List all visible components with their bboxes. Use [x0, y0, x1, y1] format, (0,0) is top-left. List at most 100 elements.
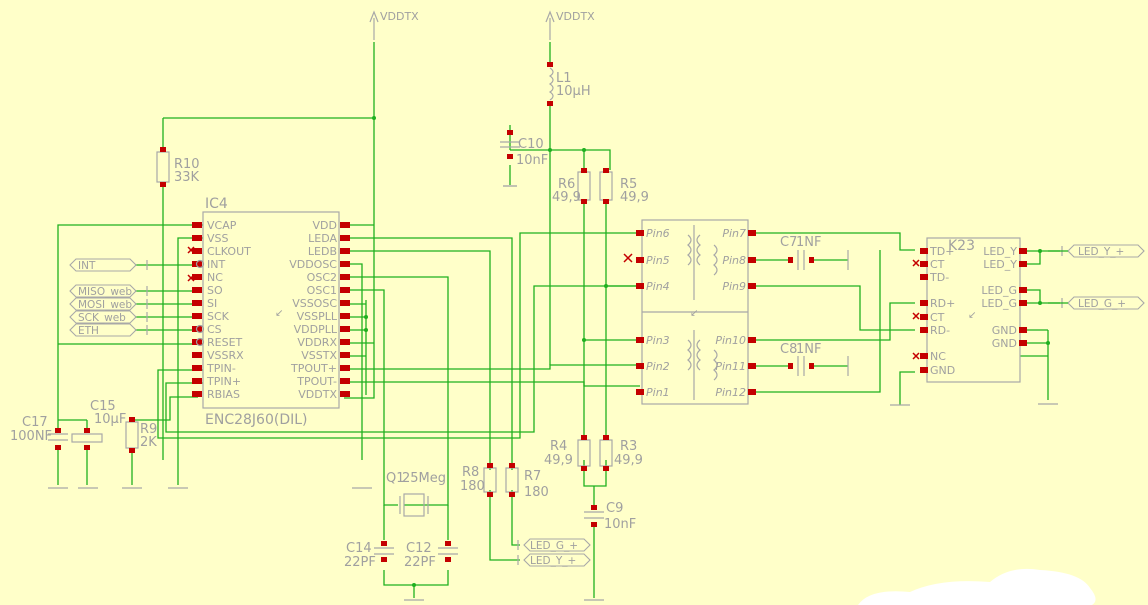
net-label-right: LED_Y_+: [1078, 246, 1124, 258]
svg-text:10µH: 10µH: [556, 84, 591, 99]
capacitor-c9[interactable]: C9 10nF: [584, 501, 636, 532]
ic4-pin-pad: [192, 235, 202, 241]
resistor-r7[interactable]: R7 180: [505, 463, 549, 500]
svg-text:10µF: 10µF: [94, 412, 126, 427]
net-label-flag: [69, 310, 137, 324]
resistor-r6[interactable]: R6 49,9: [552, 168, 591, 205]
net-label-bottom: LED_Y_+: [530, 555, 576, 567]
svg-text:10nF: 10nF: [516, 153, 548, 168]
net-label-left: SCK_web: [78, 312, 126, 324]
svg-text:VDDTX: VDDTX: [380, 10, 419, 23]
net-labels-bottom: LED_G_+LED_Y_+: [517, 538, 591, 567]
k23-pin-label: LED_G: [981, 297, 1017, 310]
ic4-inversion-bubble: [195, 337, 205, 347]
svg-text:22PF: 22PF: [344, 555, 376, 570]
net-label-left: MISO_web: [78, 286, 132, 298]
ic4-enc28j60[interactable]: IC4 ENC28J60(DIL) VCAPVSSCLKOUTINTNCSOSI…: [192, 196, 350, 428]
capacitor-c14[interactable]: C14 22PF: [344, 541, 394, 570]
ic4-left-pins: VCAPVSSCLKOUTINTNCSOSISCKCSRESETVSSRXTPI…: [192, 219, 251, 401]
k23-ref: K23: [948, 238, 975, 254]
capacitor-c7[interactable]: C7 1NF: [780, 235, 849, 270]
capacitor-c10[interactable]: C10 10nF: [500, 130, 548, 187]
ic4-pin-pad: [340, 235, 350, 241]
ic4-pin-pad: [340, 287, 350, 293]
k23-pin-pad: [1019, 300, 1027, 306]
ic4-pin-label: VCAP: [207, 219, 237, 232]
svg-text:↙: ↙: [690, 308, 698, 319]
svg-text:R9: R9: [140, 422, 157, 437]
transformer-pin-label: Pin5: [646, 254, 670, 267]
transformer-pin-pad: [636, 363, 644, 369]
ic4-inversion-bubble: [195, 259, 205, 269]
resistor-r9[interactable]: R9 2K: [125, 417, 157, 485]
transformer-pin-pad: [748, 337, 756, 343]
ic4-pin-label: NC: [207, 271, 223, 284]
transformer-pin-label: Pin1: [646, 386, 670, 399]
svg-text:C15: C15: [90, 399, 116, 414]
ground-symbols: [48, 185, 1058, 601]
transformer-pin-pad: [748, 230, 756, 236]
capacitor-c15[interactable]: C15 10µF: [58, 399, 126, 485]
svg-text:1NF: 1NF: [796, 235, 821, 250]
svg-text:C9: C9: [606, 501, 623, 516]
k23-pin-label: LED_Y: [983, 245, 1017, 258]
svg-text:C10: C10: [518, 137, 544, 152]
ic4-pin-pad: [340, 300, 350, 306]
svg-text:49,9: 49,9: [544, 453, 573, 468]
k23-pin-pad: [1019, 340, 1027, 346]
svg-text:↙: ↙: [275, 308, 283, 319]
svg-text:R7: R7: [524, 469, 541, 484]
ic4-pin-label: VDDRX: [297, 336, 337, 349]
ic4-pin-label: TPIN+: [206, 375, 241, 388]
k23-pin-pad: [1019, 287, 1027, 293]
resistor-r4[interactable]: R4 49,9: [544, 435, 591, 471]
k23-pin-pad: [920, 327, 928, 333]
k23-pin-pad: [920, 314, 928, 320]
svg-text:49,9: 49,9: [614, 453, 643, 468]
k23-pin-label: RD+: [930, 297, 955, 310]
ic4-pin-pad: [192, 300, 202, 306]
ic4-pin-label: TPIN-: [206, 362, 236, 375]
svg-text:49,9: 49,9: [620, 190, 649, 205]
ic4-pin-label: OSC2: [307, 271, 337, 284]
ic4-pin-label: INT: [207, 258, 225, 271]
resistor-r5[interactable]: R5 49,9: [599, 168, 649, 205]
capacitor-c17[interactable]: C17 100NF: [10, 415, 68, 485]
ic4-pin-label: SCK: [207, 310, 230, 323]
resistor-r10[interactable]: R10 33K: [156, 147, 200, 187]
vddtx-supply-left: VDDTX: [369, 10, 419, 40]
ic4-pin-pad: [192, 274, 202, 280]
svg-text:2K: 2K: [140, 435, 157, 450]
svg-text:10nF: 10nF: [604, 517, 636, 532]
transformer-pin-pad: [636, 337, 644, 343]
svg-text:R8: R8: [462, 465, 479, 480]
net-label-flag: [69, 297, 137, 311]
k23-pin-label: RD-: [930, 324, 950, 337]
net-label-flag: [1067, 296, 1145, 310]
resistor-r3[interactable]: R3 49,9: [599, 435, 643, 471]
capacitor-c12[interactable]: C12 22PF: [404, 541, 458, 570]
k23-pin-pad: [1019, 261, 1027, 267]
svg-text:22PF: 22PF: [404, 555, 436, 570]
transformer-pin-pad: [636, 283, 644, 289]
ic4-pin-label: VDDOSC: [289, 258, 337, 271]
ic4-ref: IC4: [205, 196, 228, 212]
transformer-pin-label: Pin11: [715, 360, 746, 373]
svg-text:180: 180: [524, 485, 549, 500]
ic4-pin-label: CLKOUT: [207, 245, 251, 258]
ic4-pin-pad: [340, 352, 350, 358]
crystal-q1[interactable]: Q1 25Meg: [386, 471, 446, 517]
transformer-pin-label: Pin4: [646, 280, 670, 293]
inductor-l1[interactable]: L1 10µH: [547, 62, 591, 106]
k23-pin-label: CT: [930, 311, 945, 324]
svg-text:1NF: 1NF: [796, 342, 821, 357]
ic4-pin-label: VDD: [313, 219, 337, 232]
capacitor-c8[interactable]: C8 1NF: [780, 342, 849, 376]
k23-pin-pad: [920, 367, 928, 373]
resistor-r8[interactable]: R8 180: [460, 463, 497, 497]
k23-pin-label: CT: [930, 258, 945, 271]
k23-pin-label: LED_Y: [983, 258, 1017, 271]
no-connect-marks: [187, 246, 920, 360]
